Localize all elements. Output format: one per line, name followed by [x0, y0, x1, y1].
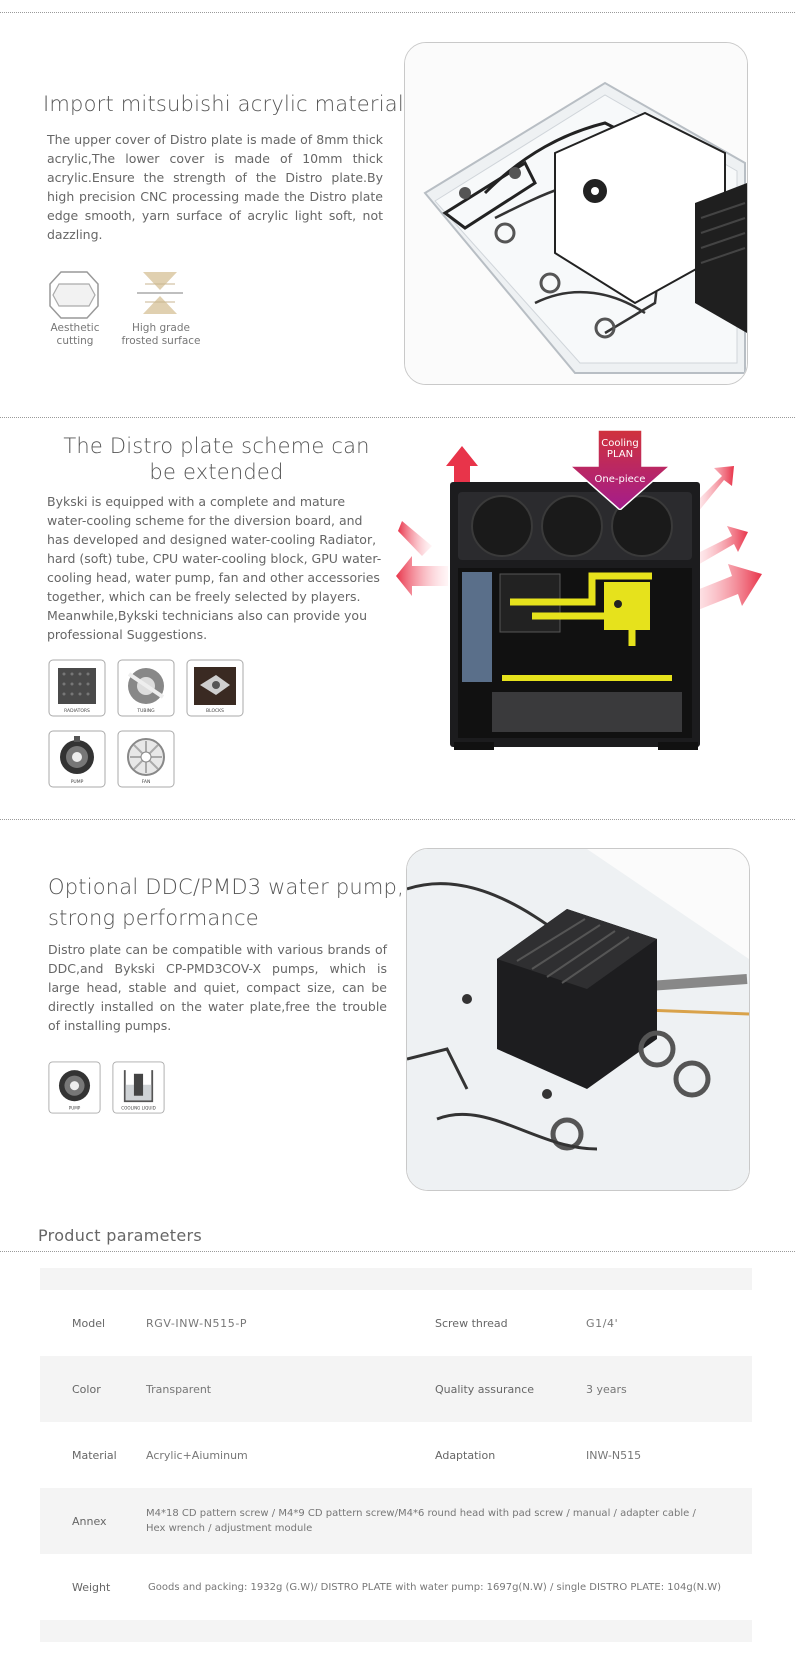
table-row: Annex M4*18 CD pattern screw / M4*9 CD p…	[40, 1488, 752, 1554]
tile-label-pump: PUMP	[69, 1105, 81, 1110]
param-key: Adaptation	[435, 1448, 496, 1462]
distro-plate-photo	[404, 42, 748, 385]
table-row: Weight Goods and packing: 1932g (G.W)/ D…	[40, 1554, 752, 1620]
table-row: Color Transparent Quality assurance 3 ye…	[40, 1356, 752, 1422]
param-value: M4*18 CD pattern screw / M4*9 CD pattern…	[146, 1508, 696, 1534]
radiator-icon: RADIATORS	[48, 659, 106, 717]
cooling-liquid-icon: COOLING LIQUID	[112, 1061, 165, 1114]
feature-label-frosted: High grade frosted surface	[121, 322, 201, 347]
tile-label-blocks: BLOCKS	[206, 708, 224, 714]
tile-label-fan: FAN	[142, 779, 151, 785]
frosted-surface-icon	[137, 272, 183, 314]
param-key: Color	[72, 1382, 101, 1396]
section3-body: Distro plate can be compatible with vari…	[48, 942, 387, 1033]
param-key: Annex	[72, 1514, 107, 1528]
table-row	[40, 1620, 752, 1642]
param-value: RGV-INW-N515-P	[146, 1316, 248, 1330]
section3-title: Optional DDC/PMD3 water pump, strong per…	[48, 875, 404, 930]
param-key: Weight	[72, 1580, 111, 1594]
param-key: Screw thread	[435, 1316, 508, 1330]
tile-label-pump: PUMP	[71, 779, 84, 785]
divider	[0, 12, 795, 13]
divider	[0, 819, 795, 820]
param-value: INW-N515	[586, 1448, 642, 1462]
section1-body: The upper cover of Distro plate is made …	[47, 132, 383, 242]
param-value: G1/4'	[586, 1316, 619, 1330]
param-key: Quality assurance	[435, 1382, 535, 1396]
table-row: Material Acrylic+Aiuminum Adaptation INW…	[40, 1422, 752, 1488]
tile-label-cooling-liquid: COOLING LIQUID	[121, 1105, 156, 1110]
section2-body: Bykski is equipped with a complete and m…	[47, 494, 382, 642]
param-value: 3 years	[586, 1382, 627, 1396]
param-value: Acrylic+Aiuminum	[146, 1448, 248, 1462]
pump-icon: PUMP	[48, 730, 106, 788]
fan-icon: FAN	[117, 730, 175, 788]
section2-title: The Distro plate scheme can be extended	[63, 434, 370, 484]
param-key: Model	[72, 1316, 106, 1330]
feature-label-aesthetic: Aesthetic cutting	[50, 322, 100, 347]
param-value: Transparent	[146, 1382, 212, 1396]
tubing-icon: TUBING	[117, 659, 175, 717]
pump-icon: PUMP	[48, 1061, 101, 1114]
blocks-icon: BLOCKS	[186, 659, 244, 717]
divider	[0, 1251, 795, 1252]
params-table: Model RGV-INW-N515-P Screw thread G1/4' …	[40, 1268, 752, 1642]
params-title: Product parameters	[38, 1226, 203, 1245]
pump-plate-photo	[406, 848, 750, 1191]
pc-case-photo: Cooling PLAN One-piece	[392, 430, 762, 766]
hexagon-icon	[49, 271, 99, 319]
tile-label-radiators: RADIATORS	[64, 708, 90, 714]
section1-title: Import mitsubishi acrylic material	[43, 92, 404, 116]
tile-label-tubing: TUBING	[136, 708, 155, 714]
param-value: Goods and packing: 1932g (G.W)/ DISTRO P…	[148, 1581, 722, 1593]
divider	[0, 417, 795, 418]
table-row	[40, 1268, 752, 1290]
param-key: Material	[72, 1448, 117, 1462]
cooling-plan-badge: Cooling PLAN One-piece	[570, 430, 670, 510]
table-row: Model RGV-INW-N515-P Screw thread G1/4'	[40, 1290, 752, 1356]
